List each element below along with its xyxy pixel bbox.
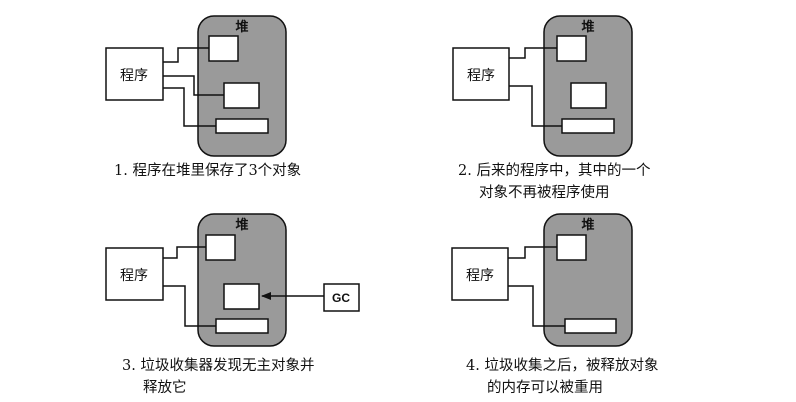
heap-object: [208, 35, 239, 62]
gc-box: [323, 283, 360, 312]
panel-4: 堆 程序: [451, 213, 633, 347]
reference-line: [163, 87, 216, 127]
heap-object: [223, 82, 260, 109]
gc-label: GC: [332, 291, 350, 305]
orphaned-object: [223, 283, 260, 310]
caption-2: 2. 后来的程序中，其中的一个 对象不再被程序使用: [458, 160, 650, 204]
caption-number: 3.: [122, 358, 136, 374]
heap-object: [556, 35, 587, 62]
panel-1: 堆 程序: [105, 15, 287, 157]
caption-line: 垃圾收集之后，被释放对象: [484, 358, 659, 374]
heap-label: 堆: [581, 217, 594, 233]
reference-line: [508, 246, 557, 259]
caption-line: 的内存可以被重用: [487, 380, 603, 396]
program-box: [105, 47, 164, 101]
heap-object: [564, 318, 617, 334]
caption-4: 4. 垃圾收集之后，被释放对象 的内存可以被重用: [466, 355, 658, 399]
heap-object: [556, 234, 587, 261]
reference-line: [163, 285, 216, 327]
heap-object: [561, 118, 615, 134]
program-label: 程序: [466, 268, 494, 284]
caption-line: 释放它: [143, 380, 187, 396]
reference-line: [508, 285, 565, 327]
heap-label: 堆: [235, 19, 248, 35]
reference-line: [509, 47, 557, 59]
heap-object: [215, 318, 269, 334]
program-box: [451, 247, 509, 301]
panel-3: 堆 程序 GC: [105, 213, 360, 347]
caption-3: 3. 垃圾收集器发现无主对象并 释放它: [122, 355, 314, 399]
program-box: [452, 47, 510, 101]
program-box: [105, 247, 164, 301]
heap-object: [205, 234, 236, 261]
heap-label: 堆: [235, 217, 248, 233]
reference-line: [163, 75, 224, 96]
program-label: 程序: [120, 268, 148, 284]
reference-line: [163, 47, 209, 63]
heap-object: [215, 118, 269, 134]
orphaned-object: [570, 82, 607, 109]
heap-label: 堆: [581, 19, 594, 35]
caption-number: 4.: [466, 358, 480, 374]
reference-line: [509, 85, 562, 127]
caption-line: 后来的程序中，其中的一个: [476, 163, 651, 179]
caption-line: 程序在堆里保存了3个对象: [132, 163, 302, 179]
caption-number: 2.: [458, 163, 472, 179]
caption-line: 垃圾收集器发现无主对象并: [140, 358, 315, 374]
reference-line: [163, 246, 206, 259]
caption-1: 1. 程序在堆里保存了3个对象: [114, 160, 301, 182]
program-label: 程序: [120, 68, 148, 84]
panel-2: 堆 程序: [452, 15, 633, 157]
caption-number: 1.: [114, 163, 128, 179]
program-label: 程序: [467, 68, 495, 84]
caption-line: 对象不再被程序使用: [479, 185, 610, 201]
